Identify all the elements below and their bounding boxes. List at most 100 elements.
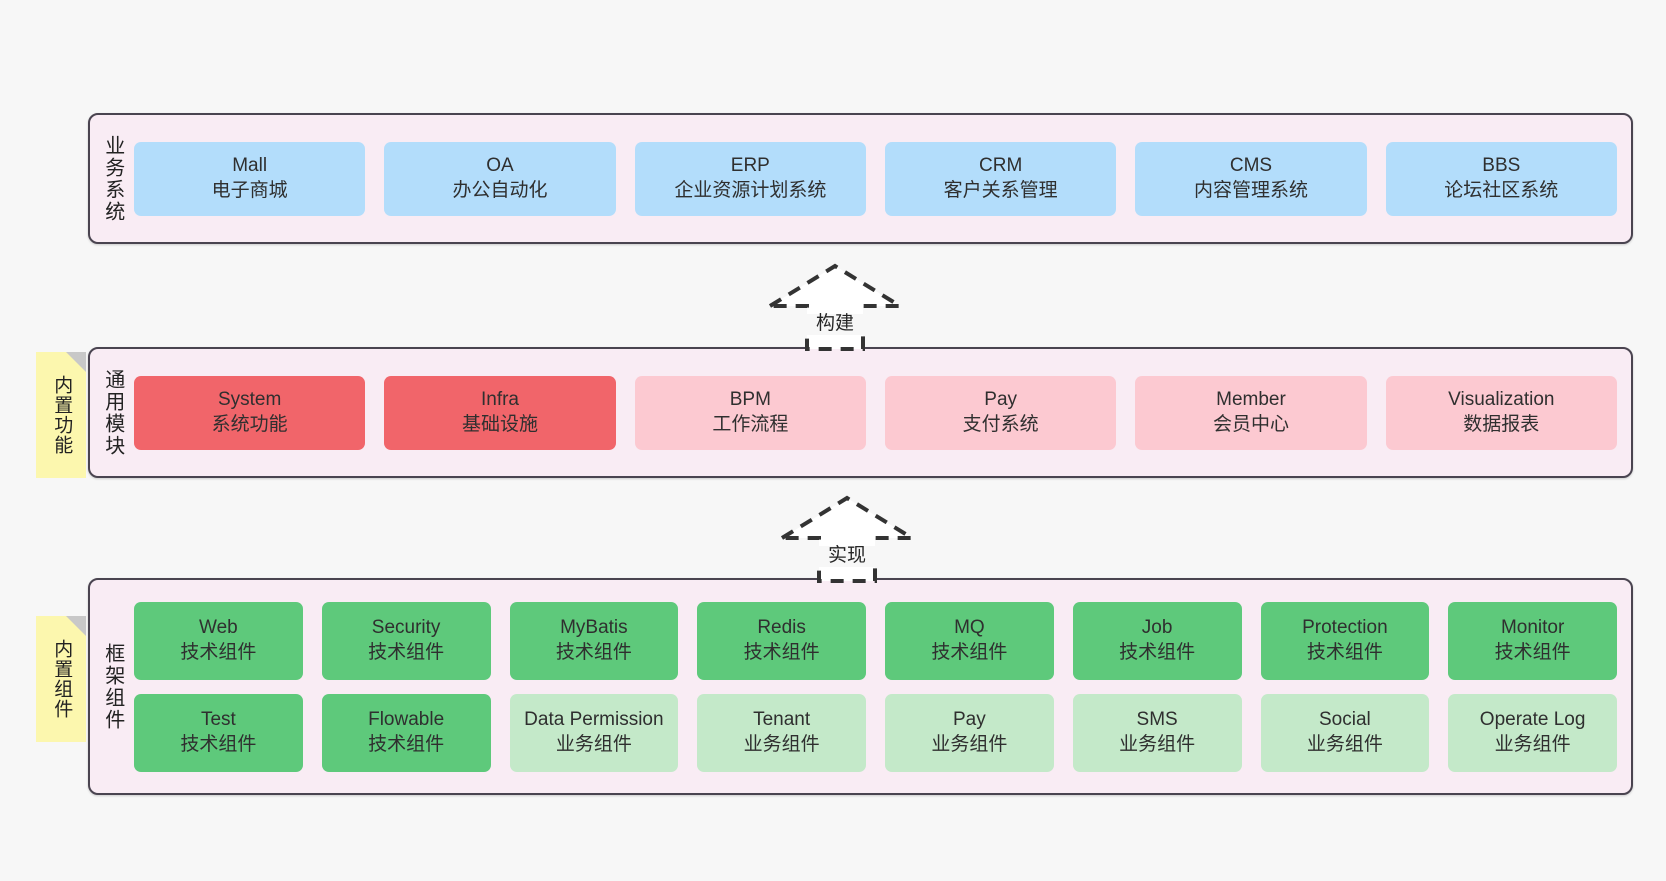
card-title-cn: 技术组件 <box>368 641 445 663</box>
card-row: Web 技术组件 Security 技术组件 MyBatis 技术组件 Redi… <box>134 601 1617 680</box>
card-job[interactable]: Job 技术组件 <box>1072 601 1242 680</box>
card-title-en: BPM <box>729 388 771 410</box>
card-row: Test 技术组件 Flowable 技术组件 Data Permission … <box>134 693 1617 772</box>
note-label: 内置功能 <box>51 375 73 455</box>
card-infra[interactable]: Infra 基础设施 <box>384 375 616 450</box>
card-cms[interactable]: CMS 内容管理系统 <box>1135 141 1367 216</box>
card-title-cn: 系统功能 <box>211 413 288 435</box>
card-title-en: BBS <box>1482 154 1521 176</box>
card-redis[interactable]: Redis 技术组件 <box>697 601 866 680</box>
card-title-cn: 技术组件 <box>180 641 257 663</box>
card-sms[interactable]: SMS 业务组件 <box>1072 693 1242 772</box>
card-crm[interactable]: CRM 客户关系管理 <box>884 141 1117 216</box>
card-title-en: MQ <box>954 616 985 638</box>
note-label: 内置组件 <box>51 639 73 719</box>
layer-body-framework-component: Web 技术组件 Security 技术组件 MyBatis 技术组件 Redi… <box>134 580 1631 793</box>
note-builtin-function[interactable]: 内置功能 <box>36 352 86 478</box>
card-bbs[interactable]: BBS 论坛社区系统 <box>1385 141 1617 216</box>
card-title-cn: 工作流程 <box>712 413 789 435</box>
card-title-en: Data Permission <box>524 708 664 730</box>
card-mq[interactable]: MQ 技术组件 <box>885 601 1054 680</box>
card-title-en: Monitor <box>1500 616 1565 638</box>
card-title-en: Job <box>1141 616 1173 638</box>
card-title-cn: 会员中心 <box>1212 413 1289 435</box>
card-flowable[interactable]: Flowable 技术组件 <box>321 693 491 772</box>
card-monitor[interactable]: Monitor 技术组件 <box>1448 601 1617 680</box>
card-title-en: Mall <box>232 154 268 176</box>
card-title-en: Infra <box>480 388 519 410</box>
card-title-en: Security <box>371 616 441 638</box>
card-title-en: Test <box>200 708 236 730</box>
card-test[interactable]: Test 技术组件 <box>134 693 303 772</box>
card-title-cn: 技术组件 <box>555 641 632 663</box>
card-title-en: Pay <box>984 388 1018 410</box>
layer-body-business-system: Mall 电子商城 OA 办公自动化 ERP 企业资源计划系统 CRM 客户关系… <box>134 115 1631 242</box>
card-title-en: Operate Log <box>1479 708 1586 730</box>
card-title-cn: 业务组件 <box>1494 733 1571 755</box>
card-title-cn: 业务组件 <box>555 733 632 755</box>
card-oa[interactable]: OA 办公自动化 <box>384 141 616 216</box>
card-title-cn: 技术组件 <box>931 641 1008 663</box>
card-visualization[interactable]: Visualization 数据报表 <box>1385 375 1617 450</box>
card-title-cn: 数据报表 <box>1463 413 1540 435</box>
connector-build-label: 构建 <box>760 313 910 335</box>
card-title-en: Redis <box>757 616 806 638</box>
layer-title-business-system: 业务系统 <box>101 134 124 223</box>
card-title-cn: 技术组件 <box>1119 641 1196 663</box>
card-social[interactable]: Social 业务组件 <box>1260 693 1430 772</box>
card-protection[interactable]: Protection 技术组件 <box>1260 601 1430 680</box>
card-title-en: Visualization <box>1448 388 1555 410</box>
card-mybatis[interactable]: MyBatis 技术组件 <box>509 601 679 680</box>
layer-framework-component: 框架组件 Web 技术组件 Security 技术组件 MyBatis 技术组件… <box>88 578 1633 795</box>
card-title-cn: 电子商城 <box>211 179 288 201</box>
card-title-cn: 业务组件 <box>743 733 820 755</box>
card-title-en: Flowable <box>368 708 445 730</box>
card-title-cn: 技术组件 <box>180 733 257 755</box>
card-title-cn: 业务组件 <box>1119 733 1196 755</box>
note-builtin-component[interactable]: 内置组件 <box>36 616 86 742</box>
card-operate-log[interactable]: Operate Log 业务组件 <box>1448 693 1617 772</box>
card-title-cn: 论坛社区系统 <box>1444 179 1559 201</box>
card-title-cn: 技术组件 <box>1306 641 1383 663</box>
connector-build-arrow: 构建 <box>760 261 910 351</box>
card-pay-business[interactable]: Pay 业务组件 <box>885 693 1054 772</box>
card-member[interactable]: Member 会员中心 <box>1135 375 1367 450</box>
layer-common-module: 通用模块 System 系统功能 Infra 基础设施 BPM 工作流程 Pay… <box>88 347 1633 478</box>
card-title-cn: 办公自动化 <box>452 179 548 201</box>
card-system[interactable]: System 系统功能 <box>134 375 366 450</box>
connector-realize-arrow: 实现 <box>772 493 922 583</box>
card-pay[interactable]: Pay 支付系统 <box>884 375 1117 450</box>
card-title-cn: 基础设施 <box>461 413 538 435</box>
connector-realize-label: 实现 <box>772 545 922 567</box>
card-web[interactable]: Web 技术组件 <box>134 601 303 680</box>
card-title-en: OA <box>486 154 514 176</box>
card-title-en: Protection <box>1302 616 1388 638</box>
layer-title-common-module: 通用模块 <box>101 368 124 457</box>
card-title-en: CMS <box>1229 154 1273 176</box>
card-title-cn: 支付系统 <box>962 413 1039 435</box>
card-row: System 系统功能 Infra 基础设施 BPM 工作流程 Pay 支付系统… <box>134 375 1617 450</box>
card-title-en: Member <box>1216 388 1286 410</box>
card-title-en: SMS <box>1136 708 1178 730</box>
card-title-en: Social <box>1319 708 1371 730</box>
card-title-en: MyBatis <box>560 616 628 638</box>
card-bpm[interactable]: BPM 工作流程 <box>634 375 866 450</box>
card-title-en: CRM <box>979 154 1023 176</box>
layer-business-system: 业务系统 Mall 电子商城 OA 办公自动化 ERP 企业资源计划系统 CRM… <box>88 113 1633 244</box>
card-title-cn: 企业资源计划系统 <box>674 179 827 201</box>
card-tenant[interactable]: Tenant 业务组件 <box>697 693 866 772</box>
card-title-cn: 内容管理系统 <box>1193 179 1308 201</box>
layer-body-common-module: System 系统功能 Infra 基础设施 BPM 工作流程 Pay 支付系统… <box>134 349 1631 476</box>
card-title-en: ERP <box>730 154 770 176</box>
card-title-cn: 技术组件 <box>368 733 445 755</box>
card-security[interactable]: Security 技术组件 <box>321 601 491 680</box>
card-erp[interactable]: ERP 企业资源计划系统 <box>634 141 866 216</box>
card-title-cn: 业务组件 <box>1306 733 1383 755</box>
card-row: Mall 电子商城 OA 办公自动化 ERP 企业资源计划系统 CRM 客户关系… <box>134 141 1617 216</box>
card-title-cn: 客户关系管理 <box>943 179 1058 201</box>
card-mall[interactable]: Mall 电子商城 <box>134 141 366 216</box>
card-title-en: System <box>217 388 282 410</box>
card-data-permission[interactable]: Data Permission 业务组件 <box>509 693 679 772</box>
card-title-cn: 技术组件 <box>743 641 820 663</box>
